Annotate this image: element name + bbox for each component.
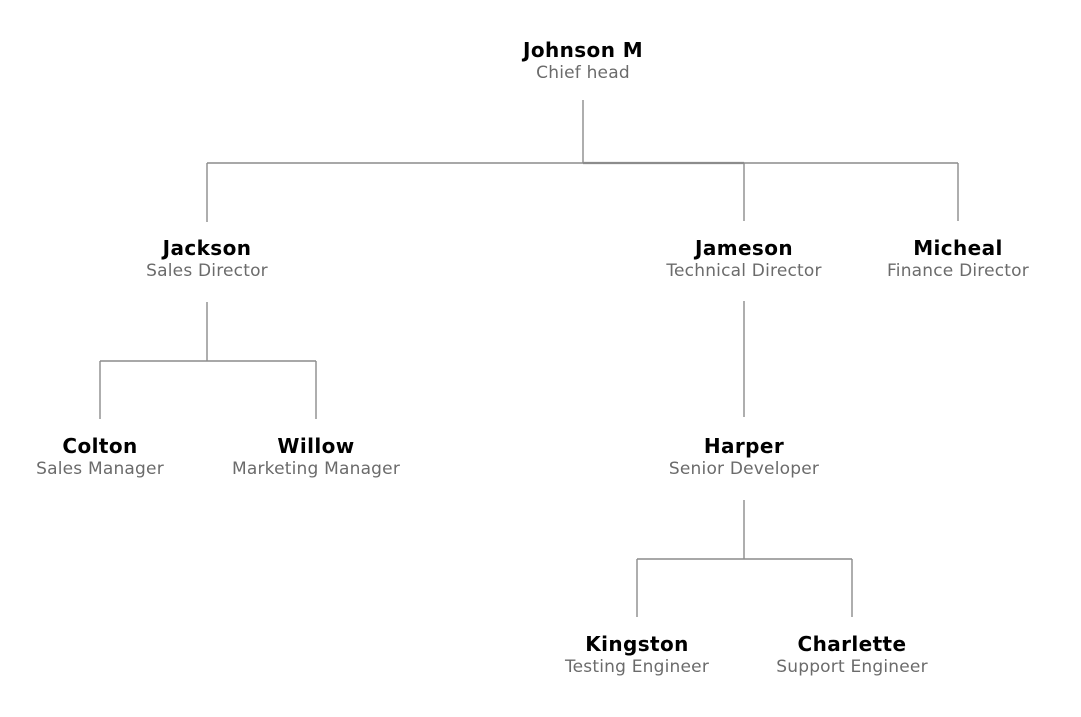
node-name: Johnson M	[522, 38, 644, 62]
org-node-jackson[interactable]: Jackson Sales Director	[146, 236, 268, 282]
node-name: Colton	[62, 434, 138, 458]
node-name: Jameson	[694, 236, 794, 260]
node-title: Support Engineer	[776, 657, 928, 677]
node-name: Willow	[277, 434, 355, 458]
node-name: Kingston	[585, 632, 689, 656]
org-node-willow[interactable]: Willow Marketing Manager	[232, 434, 400, 480]
node-name: Jackson	[162, 236, 252, 260]
org-node-johnson-m[interactable]: Johnson M Chief head	[523, 38, 643, 84]
node-title: Sales Director	[146, 261, 268, 281]
node-title: Senior Developer	[668, 459, 820, 479]
org-node-harper[interactable]: Harper Senior Developer	[669, 434, 819, 480]
node-title: Marketing Manager	[231, 459, 401, 479]
node-title: Technical Director	[666, 261, 822, 281]
node-title: Sales Manager	[36, 459, 164, 479]
org-node-jameson[interactable]: Jameson Technical Director	[666, 236, 821, 282]
node-title: Chief head	[536, 63, 630, 83]
node-name: Harper	[703, 434, 785, 458]
org-node-colton[interactable]: Colton Sales Manager	[36, 434, 164, 480]
org-node-charlette[interactable]: Charlette Support Engineer	[776, 632, 928, 678]
org-node-micheal[interactable]: Micheal Finance Director	[887, 236, 1029, 282]
org-node-kingston[interactable]: Kingston Testing Engineer	[565, 632, 709, 678]
node-name: Micheal	[913, 236, 1003, 260]
node-title: Finance Director	[887, 261, 1029, 281]
node-name: Charlette	[797, 632, 907, 656]
node-title: Testing Engineer	[564, 657, 710, 677]
